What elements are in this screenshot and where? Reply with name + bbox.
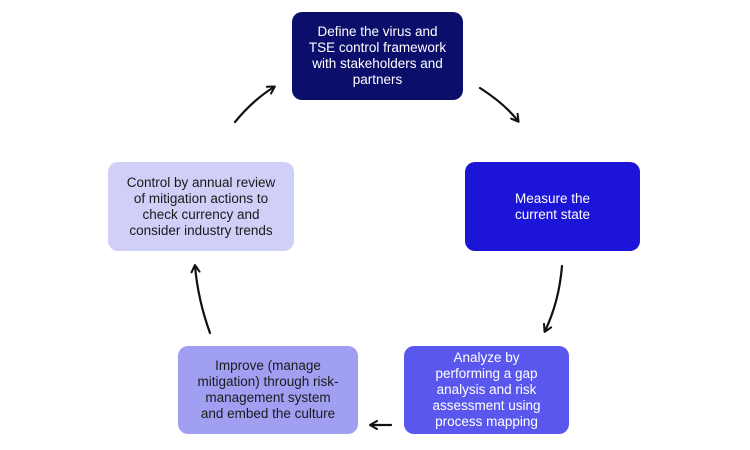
node-control: Control by annual review of mitigation a… xyxy=(108,162,294,251)
node-improve-line: and embed the culture xyxy=(200,406,336,421)
node-analyze-line: performing a gap xyxy=(435,366,538,381)
node-measure-line: Measure the xyxy=(514,190,591,206)
node-define-text: Define the virus and TSE control framewo… xyxy=(309,24,446,88)
node-analyze-text: Analyze by performing a gap analysis and… xyxy=(432,350,540,430)
node-measure: Measure the current state xyxy=(465,162,640,251)
node-measure-text: Measure the current state xyxy=(515,191,590,223)
arrow-define-to-measure xyxy=(478,86,520,123)
node-improve-line: management system xyxy=(205,390,331,405)
arrow-improve-to-control xyxy=(190,264,212,335)
node-improve-text: Improve (manage mitigation) through risk… xyxy=(197,358,338,422)
node-define: Define the virus and TSE control framewo… xyxy=(292,12,463,100)
node-analyze: Analyze by performing a gap analysis and… xyxy=(404,346,569,434)
node-control-line: of mitigation actions to xyxy=(133,190,269,206)
node-control-text: Control by annual review of mitigation a… xyxy=(127,175,276,239)
node-improve-line: Improve (manage xyxy=(215,358,321,373)
node-control-line: check currency and xyxy=(142,206,260,222)
node-analyze-line: analysis and risk xyxy=(436,382,537,397)
node-define-line: partners xyxy=(352,72,403,87)
node-control-line: consider industry trends xyxy=(129,222,273,238)
node-define-line: with stakeholders and xyxy=(312,56,443,71)
node-define-line: TSE control framework xyxy=(308,40,447,55)
node-measure-line: current state xyxy=(514,206,591,222)
arrow-control-to-define xyxy=(233,85,276,124)
node-analyze-line: process mapping xyxy=(435,414,538,429)
node-control-line: Control by annual review xyxy=(126,174,276,190)
node-analyze-line: assessment using xyxy=(432,398,541,413)
node-analyze-line: Analyze by xyxy=(453,350,520,365)
node-improve: Improve (manage mitigation) through risk… xyxy=(178,346,358,434)
node-improve-line: mitigation) through risk- xyxy=(197,374,339,389)
node-define-line: Define the virus and xyxy=(317,24,438,39)
arrow-measure-to-analyze xyxy=(543,264,564,333)
